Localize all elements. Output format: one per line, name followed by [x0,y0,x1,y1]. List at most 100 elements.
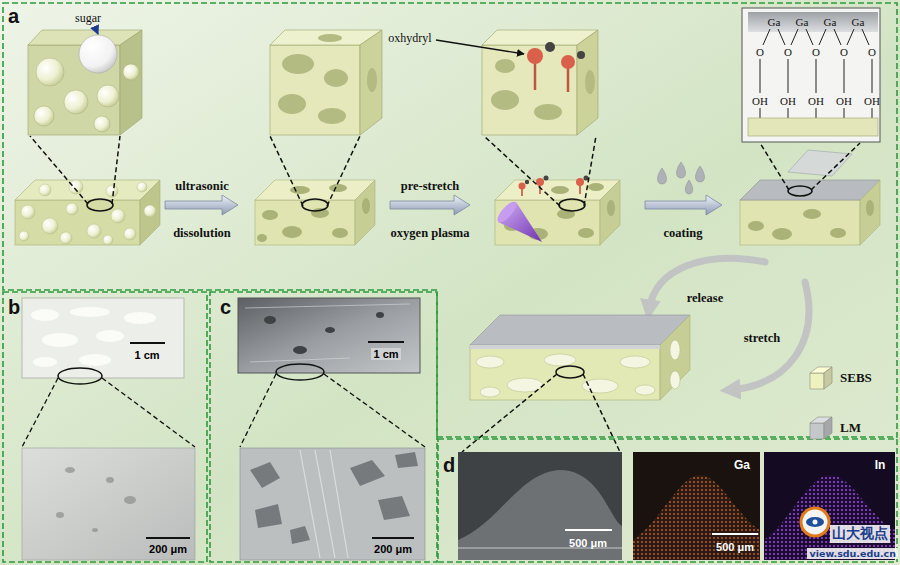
porous-inset [282,54,314,74]
plasma-block [578,228,594,238]
ga-element-map [633,475,760,560]
plasma-inset [545,42,555,52]
plasma-cone [495,199,520,225]
coated-block [740,200,860,245]
watermark-logo [813,520,818,525]
stretched-block [660,315,690,400]
interface-inset [834,29,841,45]
sugar-block [144,205,156,217]
porous-block [255,180,375,245]
stretched-block [544,354,576,366]
sugar-block [124,228,136,240]
stretched-block [470,345,660,349]
stretched-block [670,340,680,360]
coated-block [740,180,880,200]
sem-image-b [92,528,98,532]
zoom-leader [324,374,425,447]
photo-sample-c [238,298,420,373]
plasma-block [576,178,584,186]
zoom-leader [462,374,620,452]
interface-inset [742,8,880,142]
sem-image-b [65,467,75,473]
photo-sample-c [293,346,307,354]
interface-inset [778,29,785,45]
process-arrow [165,195,722,215]
panel-outline [3,292,207,562]
liquid-metal-droplet [658,162,705,194]
plasma-inset [436,30,598,135]
sugar-block [19,231,29,241]
in-element-map [764,452,895,560]
interface-inset [760,29,872,118]
zoom-leader [760,143,860,190]
porous-inset [270,30,382,135]
panel-frame: b [2,290,208,563]
panel-outline [438,439,897,562]
plasma-cone [495,199,542,242]
porous-inset [278,94,306,114]
coated-block [788,186,812,196]
plasma-inset [491,90,519,110]
sugar-block [39,184,51,196]
interface-inset [816,108,817,118]
porous-block [355,180,375,245]
photo-sample-b [79,354,111,366]
interface-inset [748,12,878,32]
panel-frame: a [2,2,898,438]
zoom-leader [462,374,557,452]
legend-swatch [810,373,824,389]
plasma-inset [585,70,595,94]
porous-inset [270,45,360,135]
chemical-symbol: Ga [768,16,781,28]
porous-block [362,198,370,214]
chemical-symbol: OH [780,95,796,107]
sem-image-c [315,450,335,558]
element-label: In [875,458,886,472]
zoom-leader [240,374,276,447]
photo-sample-b [58,368,102,384]
chemical-symbol: OH [864,95,880,107]
photo-sample-b [33,357,57,367]
porous-block [262,210,278,220]
chemical-symbol: OH [752,95,768,107]
sem-image-b [56,512,64,518]
interface-inset [847,29,854,45]
panel-frame: c [209,290,438,563]
panel-outline [2,290,208,563]
sugar-inset [64,90,88,114]
sugar-block [103,235,113,245]
coated-block [772,228,792,240]
chemical-symbol: O [812,46,820,58]
photo-sample-b [130,342,165,344]
zoom-leader [22,378,58,447]
sem-cross-section [458,452,622,560]
process-label: dissolution [173,226,231,241]
coated-block [740,150,880,245]
process-label: oxygen plasma [391,226,470,241]
legend-swatch [824,367,832,389]
plasma-inset [436,40,524,54]
panel-outline [2,2,898,438]
porous-block [290,186,310,194]
sugar-block [106,185,118,197]
legend-swatch [806,414,834,442]
sem-cross-section [458,547,622,549]
sem-image-c [330,450,348,558]
photo-sample-b [31,309,59,321]
photo-sample-c [250,358,350,362]
interface-inset [816,59,817,93]
sugar-block [60,232,72,244]
panel-outline [438,438,898,563]
plasma-block [551,186,569,194]
zoom-leader [583,374,620,452]
porous-inset [278,34,377,124]
stretched-block [556,366,584,378]
chemical-symbol: O [840,46,848,58]
plasma-inset [491,59,595,120]
chemical-symbol: OH [836,95,852,107]
chemical-symbol: Ga [852,16,865,28]
porous-block [329,184,347,192]
photo-sample-c [368,341,404,343]
panel-outline [3,3,897,437]
